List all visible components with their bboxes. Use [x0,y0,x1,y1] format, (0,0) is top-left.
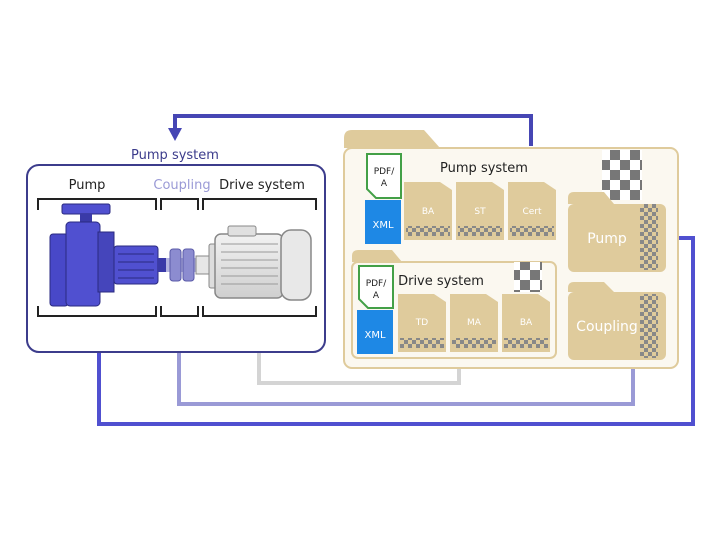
doc-card-ba-drive[interactable]: BA [502,294,550,352]
pump-folder[interactable]: Pump [568,192,666,272]
pump-system-frame: Pump system Pump Coupling Drive system [26,148,326,353]
pump-system-docs: Pump system PDF/ A XML BA ST Cert [365,153,556,244]
arrowhead-top [168,128,182,141]
bracket-drive-bottom [202,306,317,317]
bracket-coupling-bottom [160,306,199,317]
documentation-folder: Pump system PDF/ A XML BA ST Cert [343,130,679,369]
doc-card-cert-pump[interactable]: Cert [508,182,556,240]
drive-system-label: Drive system [219,178,305,193]
coupling-folder[interactable]: Coupling [568,282,666,360]
pump-folder-label: Pump [587,231,627,247]
doc-card-st-pump[interactable]: ST [456,182,504,240]
drive-system-docs-title: Drive system [398,274,484,289]
pdfa-text-drive-1: PDF/ [366,279,388,289]
bracket-drive-top [202,198,317,210]
drive-motor-icon [195,225,312,301]
xml-icon-pump [365,200,401,244]
doc-label: MA [467,318,482,328]
pdfa-text-drive-2: A [373,291,380,301]
doc-label: TD [415,318,428,328]
coupling-link-line [177,328,635,406]
coupling-folder-label: Coupling [576,319,638,335]
doc-card-ma-drive[interactable]: MA [450,294,498,352]
drive-system-folder: Drive system PDF/ A XML TD MA BA [351,250,557,359]
zip-icon-drive [514,262,542,292]
bracket-pump-top [37,198,157,210]
xml-icon-drive [357,310,393,354]
pump-system-title: Pump system [131,148,219,163]
pump-icon [49,203,168,307]
doc-label: BA [422,207,435,217]
folder-tab-drive [352,250,402,262]
pdfa-text-pump-1: PDF/ [374,167,396,177]
pdfa-icon-drive [358,265,394,309]
zipper-pump-folder [640,204,658,270]
xml-text-pump: XML [372,220,393,231]
xml-text-drive: XML [364,330,385,341]
pdfa-text-pump-2: A [381,179,388,189]
drive-link-line [257,328,461,385]
pdfa-icon-pump [366,153,402,199]
pump-label: Pump [69,178,106,193]
coupling-label: Coupling [153,178,210,193]
doc-label: ST [474,207,486,217]
doc-label: Cert [522,207,542,217]
doc-card-td-drive[interactable]: TD [398,294,446,352]
bracket-pump-bottom [37,306,157,317]
doc-card-ba-pump[interactable]: BA [404,182,452,240]
zip-icon-main [602,150,642,200]
bracket-coupling-top [160,198,199,210]
doc-label: BA [520,318,533,328]
pump-link-line [97,236,695,426]
pump-system-docs-title: Pump system [440,161,528,176]
folder-tab-main [344,130,440,148]
zipper-coupling-folder [640,294,658,358]
return-arrow-top [173,114,533,146]
